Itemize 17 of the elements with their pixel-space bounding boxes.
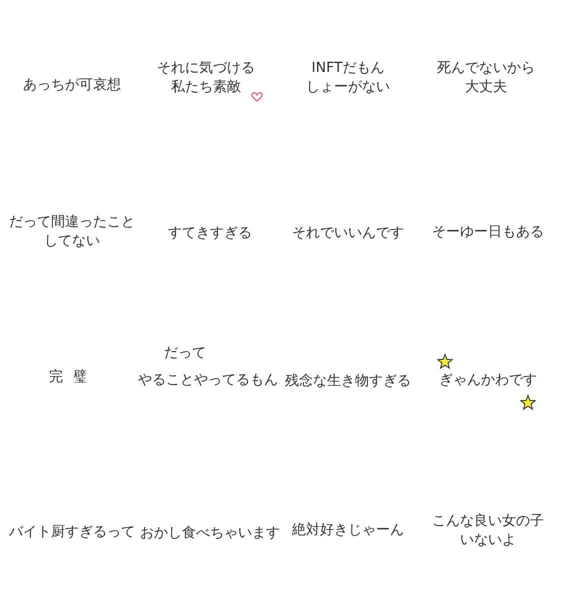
handwritten-phrase: おかし食べちゃいます: [139, 524, 281, 542]
handwritten-phrase: それに気づける私たち素敵: [156, 59, 256, 97]
handwritten-phrase: 死んでないから大丈夫: [436, 59, 536, 97]
handwritten-phrase: そーゆー日もある: [431, 222, 545, 242]
handwritten-phrase: あっちが可哀想: [22, 76, 122, 94]
handwritten-phrase: ぎゃんかわです: [438, 370, 538, 390]
handwritten-phrase: 残念な生き物すぎる: [284, 372, 412, 390]
handwritten-phrase: それでいいんです: [291, 224, 405, 242]
handwritten-phrase: INFTだもんしょーがない: [305, 59, 391, 97]
handwritten-phrase: だって: [163, 344, 207, 362]
handwritten-phrase: 絶対好きじゃーん: [291, 520, 405, 540]
handwritten-phrase: やることやってるもん: [137, 370, 279, 390]
handwritten-phrase: だって間違ったことしてない: [8, 213, 136, 251]
handwritten-phrase: 完璧: [48, 368, 98, 386]
handwritten-phrase: バイト厨すぎるって: [8, 522, 136, 542]
handwritten-phrase: すてきすぎる: [167, 224, 253, 242]
handwritten-phrase: こんな良い女の子いないよ: [431, 512, 545, 550]
